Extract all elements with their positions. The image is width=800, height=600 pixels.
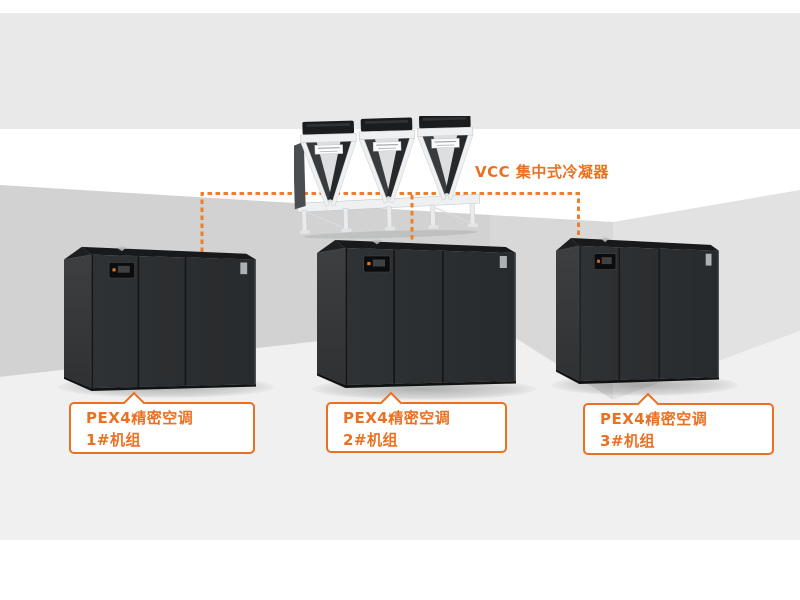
- condenser-fan-module-3: [416, 116, 476, 202]
- condenser-fan-module-1: [299, 119, 359, 208]
- ac-unit-2-illustration: [317, 238, 516, 388]
- condenser-fan-module-2: [358, 116, 417, 205]
- back-wall-upper: [0, 13, 800, 129]
- condenser-side-coil: [294, 141, 306, 210]
- ac-unit-1-illustration: [64, 245, 256, 391]
- unit-3-label-line2: 3#机组: [600, 432, 656, 450]
- unit-2-label-line2: 2#机组: [343, 431, 399, 449]
- unit-2-label-line1: PEX4精密空调: [343, 409, 451, 427]
- unit-1-label-line1: PEX4精密空调: [86, 409, 194, 427]
- condenser-label: VCC 集中式冷凝器: [475, 163, 609, 181]
- unit-1-label: PEX4精密空调 1#机组: [69, 391, 255, 454]
- unit-3-label-line1: PEX4精密空调: [600, 410, 708, 428]
- unit-3-label: PEX4精密空调 3#机组: [583, 392, 774, 455]
- unit-2-label: PEX4精密空调 2#机组: [326, 391, 507, 453]
- ac-unit-3-illustration: [556, 236, 719, 384]
- unit-1-label-line2: 1#机组: [86, 431, 142, 449]
- vcc-condenser-illustration: [294, 116, 481, 239]
